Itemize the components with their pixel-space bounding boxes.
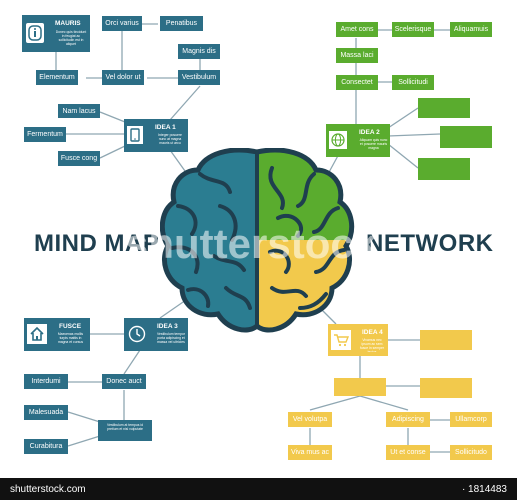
node-sollicitudo: Sollicitudo <box>450 445 492 460</box>
node-ullamcorp: Ullamcorp <box>450 412 492 427</box>
node-elementum: Elementum <box>36 70 78 85</box>
green-text-block-3 <box>418 158 470 180</box>
blue-note-text: Vestibulum at tempus id pretium et nisl … <box>107 423 143 431</box>
idea-3-title: IDEA 3 <box>157 323 178 330</box>
idea-2-title: IDEA 2 <box>359 129 380 136</box>
idea-2-text: Aliquam quis nunc et posuere mauris magn… <box>359 138 388 150</box>
fusce-text: Maecenas mollis turpis mattis in magna e… <box>57 332 84 344</box>
home-icon <box>27 324 47 344</box>
node-scelerisque: Scelerisque <box>392 22 434 37</box>
node-donec-auct: Donec auct <box>102 374 146 389</box>
green-text-block-2 <box>440 126 492 148</box>
watermark: shutterstock <box>125 220 378 267</box>
idea-2-card: IDEA 2 Aliquam quis nunc et posuere maur… <box>326 124 390 157</box>
idea-1-title: IDEA 1 <box>155 124 176 131</box>
node-fermentum: Fermentum <box>24 127 66 142</box>
node-fusce-cong: Fusce cong <box>58 151 100 166</box>
node-massa-laci: Massa laci <box>336 48 378 63</box>
mauris-title: MAURIS <box>55 20 81 27</box>
node-curabitura: Curabitura <box>24 439 68 454</box>
node-viva-mus-ac: Viva mus ac <box>288 445 332 460</box>
title-network: NETWORK <box>366 230 494 257</box>
footer-id: · 1814483 <box>461 483 507 495</box>
node-magnis-dis: Magnis dis <box>178 44 220 59</box>
node-amet-cons: Amet cons <box>336 22 378 37</box>
info-icon <box>26 23 44 43</box>
node-vel-volutpa: Vel volutpa <box>288 412 332 427</box>
mauris-text: Donec quis tincidunt in feugiat ac solli… <box>55 30 87 46</box>
brain-illustration <box>160 148 355 333</box>
globe-icon <box>329 131 347 149</box>
node-adipiscing: Adipiscing <box>386 412 430 427</box>
phone-icon <box>127 126 143 144</box>
idea-4-title: IDEA 4 <box>362 329 383 336</box>
node-vestibulum: Vestibulum <box>178 70 220 85</box>
idea-3-card: IDEA 3 Vestibulum tempor porta adipiscin… <box>124 318 188 351</box>
green-text-block-1 <box>418 98 470 118</box>
node-aliquamuis: Aliquamuis <box>450 22 492 37</box>
node-interdumi: Interdumi <box>24 374 68 389</box>
node-malesuada: Malesuada <box>24 405 68 420</box>
footer-bar: shutterstock.com · 1814483 <box>0 478 517 500</box>
fusce-card: FUSCE Maecenas mollis turpis mattis in m… <box>24 318 90 351</box>
node-orci-varius: Orci varius <box>102 16 142 31</box>
node-penatibus: Penatibus <box>160 16 203 31</box>
node-ut-et-conse: Ut et conse <box>386 445 430 460</box>
clock-icon <box>127 324 147 344</box>
idea-3-text: Vestibulum tempor porta adipiscing et ma… <box>156 332 186 344</box>
fusce-title: FUSCE <box>59 323 82 330</box>
yellow-text-block-1 <box>420 330 472 350</box>
shopping-cart-icon <box>331 330 351 350</box>
node-consectet: Consectet <box>336 75 378 90</box>
node-vel-dolor-ut: Vel dolor ut <box>102 70 144 85</box>
node-nam-lacus: Nam lacus <box>58 104 100 118</box>
idea-4-card: IDEA 4 Vivamus nec ipsum ac sem fusce in… <box>328 324 388 356</box>
title-mind-map: MIND MAP <box>34 230 160 257</box>
yellow-text-block-3 <box>420 378 472 398</box>
idea-4-text: Vivamus nec ipsum ac sem fusce in semper… <box>360 338 384 352</box>
idea-1-card: IDEA 1 Integer posuere nunc at magna mau… <box>124 119 188 152</box>
yellow-text-block-2 <box>334 378 386 396</box>
blue-note-block: Vestibulum at tempus id pretium et nisl … <box>98 420 152 441</box>
mauris-card: MAURIS Donec quis tincidunt in feugiat a… <box>22 15 90 52</box>
idea-1-text: Integer posuere nunc at magna mauris ut … <box>158 133 182 145</box>
footer-site: shutterstock.com <box>10 483 86 495</box>
node-sollicitudi: Sollicitudi <box>392 75 434 90</box>
